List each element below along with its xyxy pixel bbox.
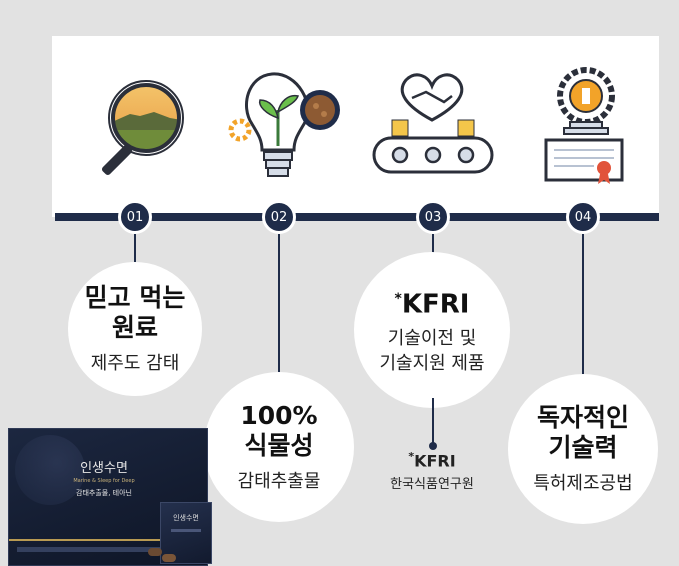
step-subtitle-4: 특허제조공법 <box>533 473 633 494</box>
kfri-footnote: *KFRI 한국식품연구원 <box>372 450 492 492</box>
step-title-1a: 믿고 먹는 <box>84 283 186 312</box>
step-number-2: 02 <box>262 200 296 234</box>
box-footer-strip <box>17 547 197 552</box>
step-title-4a: 독자적인 <box>536 403 629 432</box>
step-subtitle-2: 감태추출물 <box>237 471 321 492</box>
lightbulb-plant-icon <box>228 72 340 177</box>
footnote-full: 한국식품연구원 <box>390 477 474 493</box>
step-title-4b: 기술력 <box>548 433 618 462</box>
step-number-1: 01 <box>118 200 152 234</box>
box-label-area: 인생수면 Marine & Sleep for Deep 감태추출물, 테아닌 <box>59 457 149 498</box>
step-card-2: 100% 식물성 감태추출물 <box>204 372 354 522</box>
step-subtitle-1: 제주도 감태 <box>90 353 180 374</box>
connector-4 <box>582 234 584 390</box>
timeline-bar <box>55 213 659 221</box>
footnote-connector <box>432 398 434 446</box>
step-number-3: 03 <box>416 200 450 234</box>
sachet-name: 인생수면 <box>173 514 199 522</box>
patent-certificate-icon <box>544 67 624 184</box>
product-name: 인생수면 <box>80 461 128 476</box>
step-subtitle-3b: 기술지원 제품 <box>379 352 485 374</box>
handshake-conveyor-icon <box>372 73 494 174</box>
footnote-mark: * <box>408 450 415 463</box>
box-gold-stripe <box>9 539 207 541</box>
step-card-4: 독자적인 기술력 특허제조공법 <box>508 374 658 524</box>
magnifier-landscape-icon <box>101 80 184 176</box>
capsule-2 <box>162 554 176 562</box>
step-number-4: 04 <box>566 200 600 234</box>
connector-1 <box>134 234 136 274</box>
step-subtitle-3a: 기술이전 및 <box>387 327 477 349</box>
capsule-1 <box>148 548 162 556</box>
step-card-3: *KFRI 기술이전 및 기술지원 제품 <box>354 252 510 408</box>
product-detail: 감태추출물, 테아닌 <box>76 489 132 497</box>
step-title-1b: 원료 <box>111 313 158 342</box>
step-title-2b: 식물성 <box>244 431 314 460</box>
sachet-label-strip <box>171 529 201 532</box>
step-card-1: 믿고 먹는 원료 제주도 감태 <box>68 262 202 396</box>
connector-2 <box>278 234 280 390</box>
box-moon-icon <box>15 435 85 505</box>
step-title-2a: 100% <box>240 401 318 430</box>
product-tagline: Marine & Sleep for Deep <box>73 478 135 484</box>
kfri-mark: * <box>394 291 402 308</box>
step-title-3: *KFRI <box>395 284 470 320</box>
footnote-name: KFRI <box>414 451 456 471</box>
product-sachet: 인생수면 <box>160 502 212 564</box>
footnote-dot <box>429 442 437 450</box>
kfri-label: KFRI <box>401 289 470 320</box>
